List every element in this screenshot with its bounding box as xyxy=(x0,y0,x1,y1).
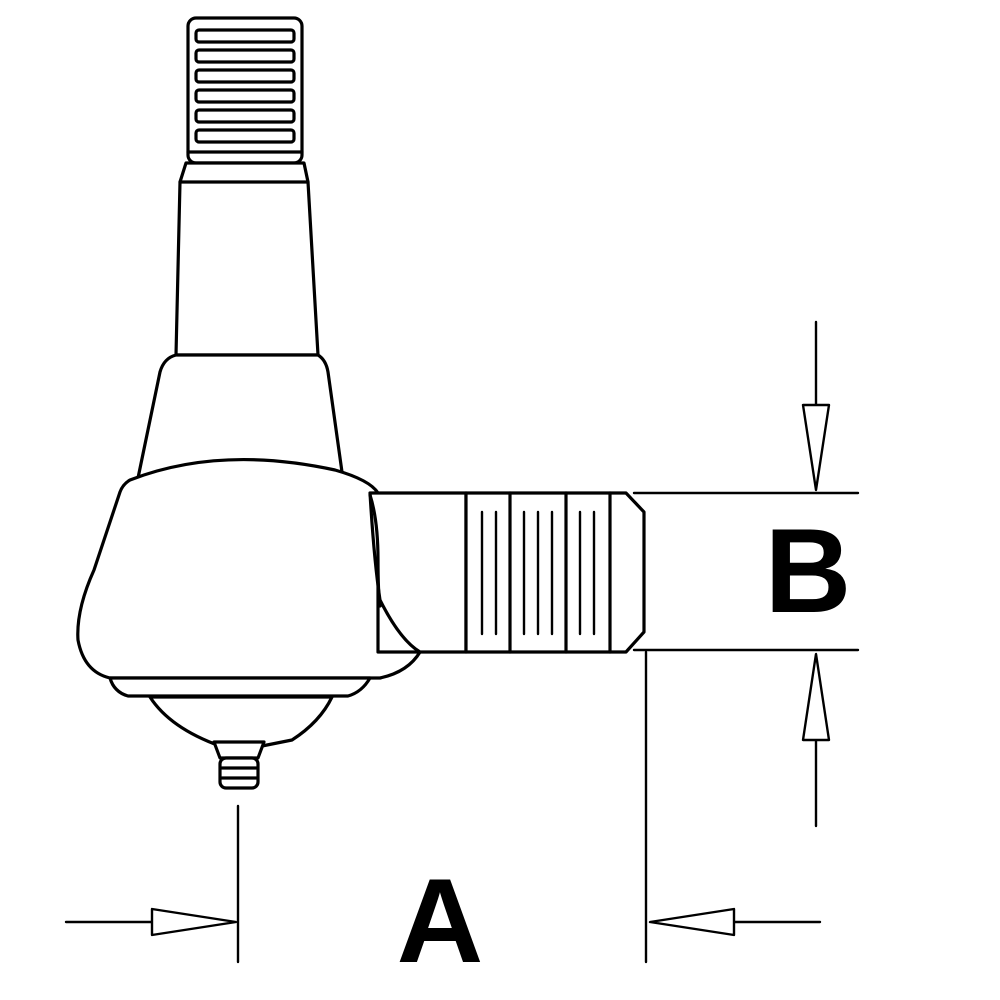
stud-shank xyxy=(174,161,320,357)
dimension-a-left-arrow xyxy=(150,907,238,937)
shaft-neck xyxy=(368,491,468,654)
dimension-a-label: A xyxy=(397,854,484,988)
dimension-a-right-arrow xyxy=(648,907,736,937)
stud-thread-grooves xyxy=(194,28,296,144)
dimension-b-label: B xyxy=(765,504,852,638)
housing-body xyxy=(76,458,422,680)
dimension-b-bottom-arrow xyxy=(801,652,831,742)
dimension-b: B xyxy=(632,320,860,828)
dimension-b-top-arrow xyxy=(801,403,831,492)
bottom-cap xyxy=(108,676,372,748)
grease-fitting xyxy=(212,740,266,790)
dimension-a: A xyxy=(64,650,822,988)
threaded-stud xyxy=(186,16,304,165)
threaded-shank xyxy=(464,491,646,654)
